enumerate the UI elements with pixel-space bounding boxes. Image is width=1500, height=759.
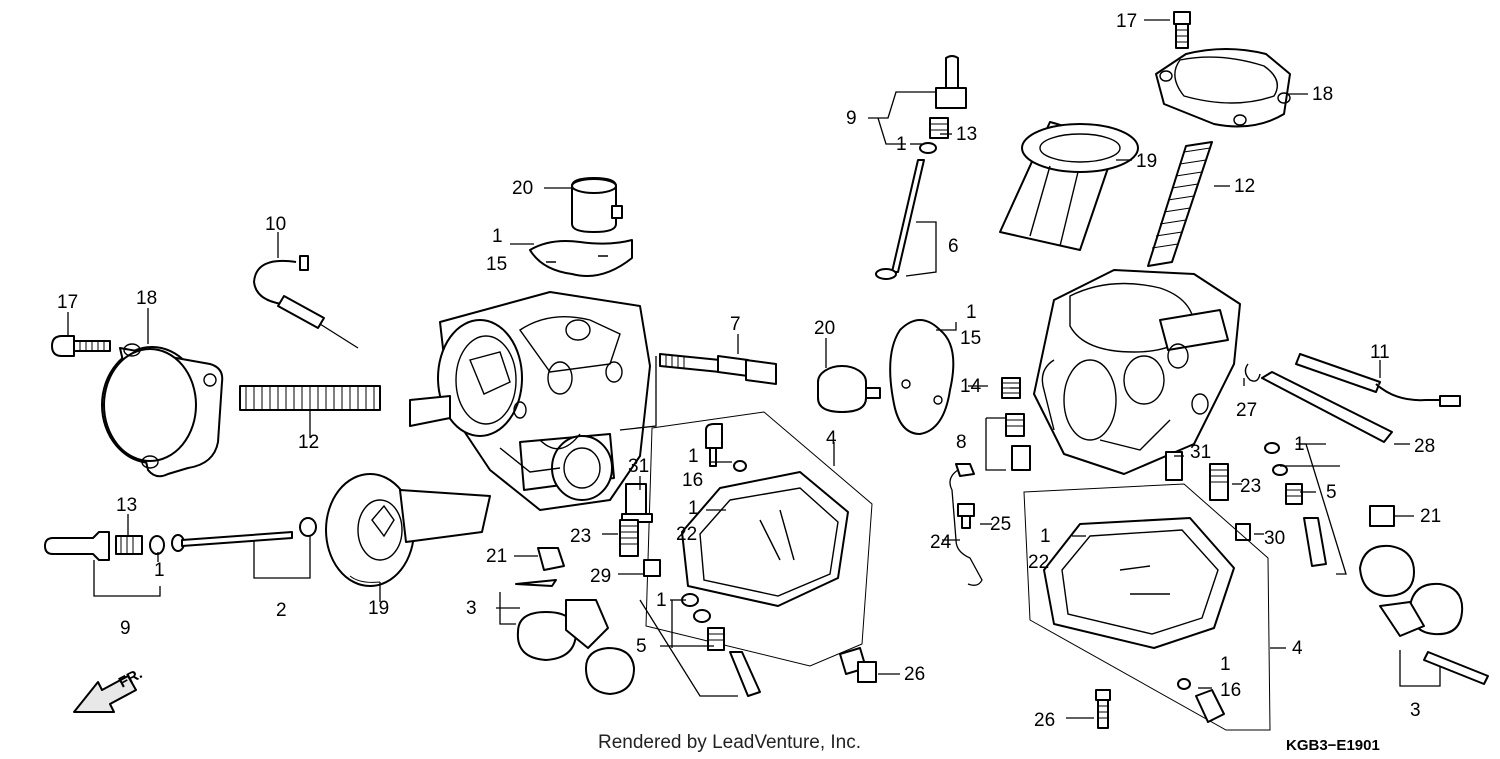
- collar-20-center: [817, 365, 881, 413]
- jets-right: [1165, 451, 1251, 541]
- float-3-left: [515, 579, 635, 695]
- label-20: 20: [512, 178, 533, 199]
- bolt-17-left: [51, 335, 111, 357]
- label-16: 16: [682, 470, 703, 491]
- vacuum-piston-19-right: [999, 121, 1139, 251]
- label-1: 1: [688, 498, 699, 519]
- diagram-code: KGB3−E1901: [1286, 737, 1380, 754]
- label-15: 15: [486, 254, 507, 275]
- label-1: 1: [688, 446, 699, 467]
- label-4: 4: [826, 428, 837, 449]
- label-1: 1: [1220, 654, 1231, 675]
- spring-12-left: [239, 385, 381, 411]
- label-8: 8: [956, 432, 967, 453]
- leader-lines: [67, 19, 1441, 719]
- part-labels: 17 18 10 12 13 1 9 2 19 20 1 15 7 20 1 1…: [57, 11, 1441, 731]
- label-15: 15: [960, 328, 981, 349]
- label-21: 21: [486, 546, 507, 567]
- label-22: 22: [1028, 552, 1049, 573]
- label-4: 4: [1292, 638, 1303, 659]
- float-bowl-4-left: [645, 411, 873, 667]
- float-3-right: [1359, 544, 1489, 685]
- needle-valve-5-left: [681, 593, 761, 697]
- label-12: 12: [298, 432, 319, 453]
- label-7: 7: [730, 314, 741, 335]
- label-13: 13: [956, 124, 977, 145]
- drain-screw-26-left: [839, 647, 877, 683]
- label-5: 5: [636, 636, 647, 657]
- label-1: 1: [656, 590, 667, 611]
- float-pin-21-left: [537, 547, 565, 571]
- label-17: 17: [57, 292, 78, 313]
- label-28: 28: [1414, 436, 1435, 457]
- label-26: 26: [904, 664, 925, 685]
- label-23: 23: [1240, 476, 1261, 497]
- label-6: 6: [948, 236, 959, 257]
- jet-needle-holder-9-left: [44, 517, 317, 561]
- jets-left: [619, 483, 661, 577]
- label-12: 12: [1234, 176, 1255, 197]
- top-cover-18-right: [1155, 48, 1291, 128]
- label-20: 20: [814, 318, 835, 339]
- label-25: 25: [990, 514, 1011, 535]
- label-2: 2: [276, 600, 287, 621]
- label-31: 31: [1190, 442, 1211, 463]
- label-27: 27: [1236, 400, 1257, 421]
- needle-valve-5-right: [1264, 442, 1327, 567]
- spring-12-right: [1147, 141, 1213, 267]
- label-17: 17: [1116, 11, 1137, 32]
- label-13: 13: [116, 495, 137, 516]
- label-1: 1: [896, 134, 907, 155]
- label-23: 23: [570, 526, 591, 547]
- fuel-tube-28: [1244, 363, 1393, 443]
- label-14: 14: [960, 376, 982, 397]
- pilot-screw-8: [1001, 377, 1031, 471]
- label-29: 29: [590, 566, 611, 587]
- label-1: 1: [1294, 434, 1305, 455]
- label-10: 10: [265, 214, 286, 235]
- choke-cable-10: [253, 255, 359, 349]
- label-9: 9: [846, 108, 857, 129]
- choke-cable-11: [1295, 353, 1461, 407]
- vacuum-piston-19-left: [325, 473, 491, 587]
- starter-valve-7: [659, 353, 777, 385]
- label-31: 31: [628, 456, 649, 477]
- gasket-15-left: [529, 239, 633, 277]
- carburetor-body-right: [1033, 269, 1241, 475]
- credit-text: Rendered by LeadVenture, Inc.: [598, 732, 861, 753]
- label-9: 9: [120, 618, 131, 639]
- label-18: 18: [1312, 84, 1333, 105]
- drain-screw-26-right: [1095, 689, 1111, 729]
- label-3: 3: [1410, 700, 1421, 721]
- carburetor-body-left: [409, 291, 651, 511]
- label-5: 5: [1326, 482, 1337, 503]
- collar-20-left: [571, 177, 623, 233]
- label-16: 16: [1220, 680, 1241, 701]
- label-19: 19: [368, 598, 389, 619]
- link-rod-24: [949, 463, 983, 586]
- label-11: 11: [1370, 342, 1390, 363]
- label-3: 3: [466, 598, 477, 619]
- label-1: 1: [966, 302, 977, 323]
- label-1: 1: [1040, 526, 1051, 547]
- jet-needle-holder-9-right: [875, 55, 967, 280]
- label-26: 26: [1034, 710, 1055, 731]
- front-direction-arrow: FR.: [73, 665, 145, 713]
- float-pin-21-right: [1369, 505, 1395, 527]
- label-21: 21: [1420, 506, 1441, 527]
- float-bowl-4-right: [1023, 483, 1271, 731]
- label-24: 24: [930, 532, 952, 553]
- label-1: 1: [492, 226, 503, 247]
- label-1: 1: [154, 560, 165, 581]
- label-30: 30: [1264, 528, 1285, 549]
- bolt-17-right: [1173, 11, 1191, 49]
- gasket-15-center: [889, 319, 955, 435]
- top-cover-18-left: [101, 343, 224, 478]
- label-19: 19: [1136, 151, 1157, 172]
- label-18: 18: [136, 288, 157, 309]
- label-22: 22: [676, 524, 697, 545]
